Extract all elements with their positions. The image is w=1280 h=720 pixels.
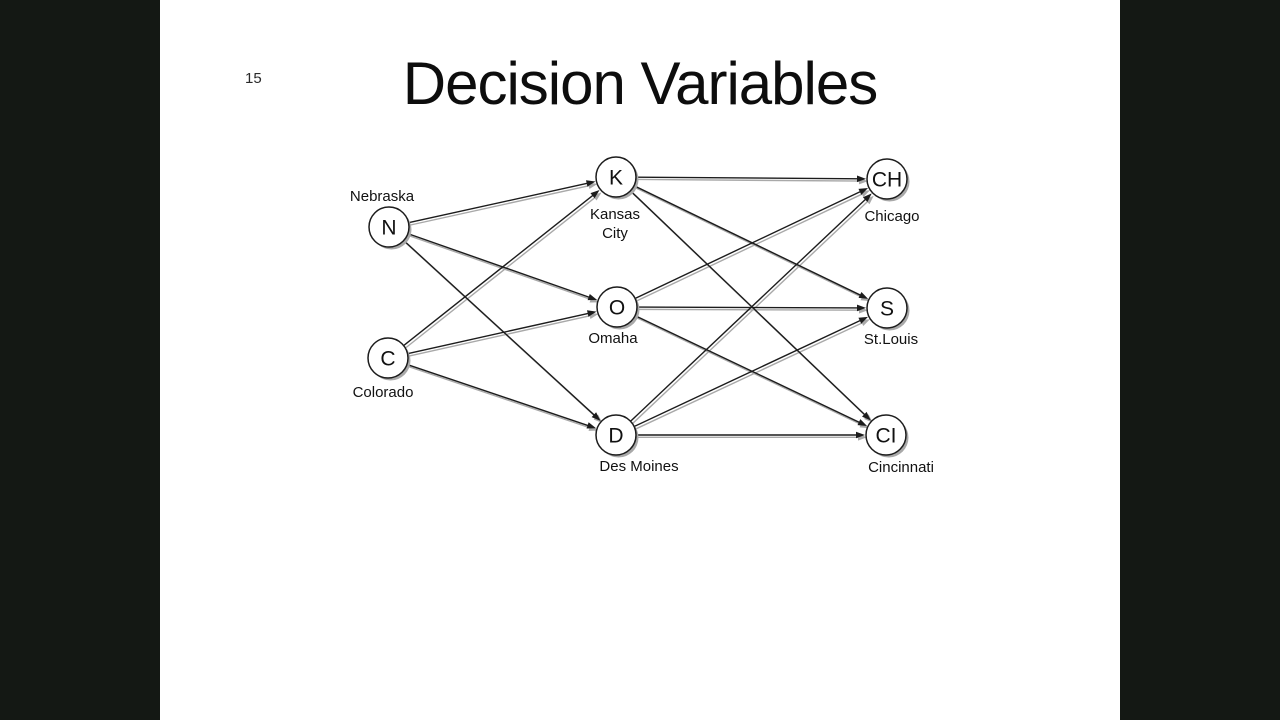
- node-circle-CH: [866, 158, 908, 200]
- shadow-edge-C-O: [409, 314, 594, 357]
- node-circle-C: [367, 337, 409, 379]
- ink-edge-O-S: [636, 306, 862, 309]
- slide-number: 15: [245, 70, 262, 87]
- node-letter-CI: CI: [876, 425, 897, 448]
- node-letter-K: K: [609, 167, 623, 190]
- ink-edge-K-S: [633, 185, 864, 298]
- node-city-label-K-line2: City: [602, 225, 628, 242]
- node-letter-D: D: [608, 425, 623, 448]
- shadow-edge-C-K: [405, 194, 599, 349]
- node-circle-K: [595, 156, 637, 198]
- shadow-arrowhead-D-CH: [864, 195, 874, 205]
- node-city-label-S: St.Louis: [864, 331, 918, 348]
- ink-arrowhead-N-K: [585, 180, 596, 187]
- ink-edge-D-S: [633, 318, 864, 428]
- node-circle-CI: [865, 414, 907, 456]
- node-city-label-CH: Chicago: [864, 208, 919, 225]
- node-circle-S: [866, 287, 908, 329]
- shadow-edge-O-S: [638, 308, 864, 311]
- ink-arrowhead-C-K: [590, 190, 600, 199]
- ink-edge-N-D: [403, 239, 598, 418]
- ink-edge-N-K: [408, 181, 591, 224]
- ink-edge-C-O: [407, 311, 592, 355]
- shadow-edge-O-CH: [636, 191, 866, 302]
- slide-canvas: 15 Decision Variables N C K O D CH S CI Nebraska…: [160, 0, 1120, 720]
- node-letter-N: N: [381, 217, 396, 240]
- ink-arrowhead-N-O: [587, 293, 598, 301]
- ink-arrowhead-K-CH: [856, 175, 867, 183]
- ink-edge-C-K: [403, 192, 597, 347]
- node-circle-N: [368, 206, 410, 248]
- ink-edge-O-CI: [634, 314, 863, 425]
- ink-arrowhead-K-CI: [862, 411, 871, 421]
- node-city-label-K-line1: Kansas: [590, 206, 640, 223]
- node-circle-D: [595, 414, 637, 456]
- ink-arrowhead-O-CI: [857, 419, 868, 426]
- ink-edge-K-CI: [629, 190, 868, 418]
- node-letter-CH: CH: [872, 169, 902, 192]
- shadow-edge-C-D: [408, 366, 594, 430]
- ink-edge-C-D: [406, 363, 592, 428]
- node-city-label-CI: Cincinnati: [868, 459, 934, 476]
- node-letter-O: O: [609, 297, 625, 320]
- shadow-arrowhead-C-K: [592, 192, 602, 201]
- node-letter-C: C: [380, 348, 395, 371]
- shadow-edge-N-O: [409, 235, 595, 302]
- ink-edge-K-CH: [635, 176, 862, 180]
- ink-arrowhead-C-D: [586, 422, 597, 429]
- ink-arrowhead-O-CH: [858, 187, 869, 195]
- ink-edge-N-O: [407, 232, 593, 300]
- shadow-edge-N-K: [410, 184, 593, 226]
- ink-edge-O-CH: [634, 189, 864, 300]
- ink-arrowhead-C-O: [587, 310, 597, 317]
- ink-edge-D-CH: [630, 196, 869, 422]
- node-circle-O: [596, 286, 638, 328]
- ink-arrowhead-D-S: [858, 316, 868, 324]
- ink-arrowhead-D-CI: [856, 431, 865, 439]
- slide-title: Decision Variables: [402, 50, 878, 117]
- node-city-label-O: Omaha: [588, 330, 638, 347]
- ink-arrowhead-N-D: [591, 412, 601, 421]
- ink-arrowhead-O-S: [856, 304, 867, 312]
- shadow-edge-D-CH: [632, 198, 871, 425]
- ink-arrowhead-K-S: [858, 291, 869, 299]
- ink-arrowhead-D-CH: [862, 193, 872, 202]
- shadow-edge-D-S: [635, 320, 866, 430]
- node-city-label-D: Des Moines: [599, 458, 678, 475]
- node-city-label-C: Colorado: [353, 384, 414, 401]
- node-letter-S: S: [880, 298, 894, 321]
- node-city-label-N: Nebraska: [350, 188, 415, 205]
- shadow-edge-K-CH: [637, 178, 864, 182]
